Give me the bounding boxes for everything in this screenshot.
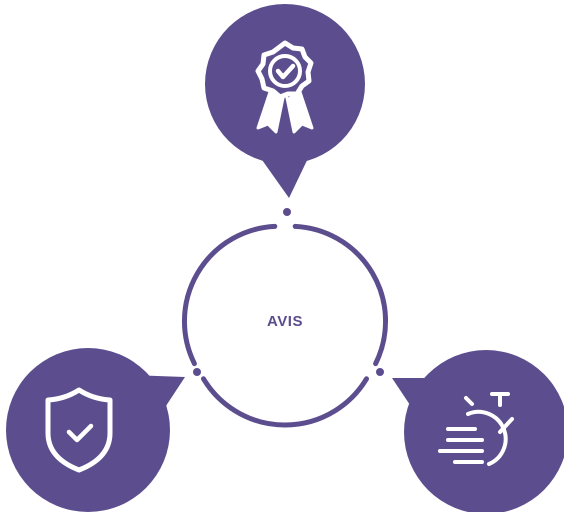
award-ribbon-icon bbox=[255, 40, 314, 134]
fast-stopwatch-icon bbox=[438, 392, 514, 466]
node-bottom-left bbox=[6, 348, 185, 512]
ring-arc-left bbox=[182, 223, 278, 367]
stopwatch-side-button bbox=[464, 396, 474, 406]
center-ring bbox=[182, 223, 388, 428]
center-label: AVIS bbox=[267, 313, 303, 330]
shield-check-icon bbox=[45, 387, 113, 473]
node-bottom-right-pointer bbox=[392, 378, 450, 420]
badge-rosette bbox=[255, 40, 314, 100]
node-bottom-left-pointer bbox=[130, 375, 185, 415]
ring-arc-bottom bbox=[201, 376, 369, 428]
connector-dot-left bbox=[193, 368, 201, 376]
badge-inner-ring bbox=[268, 54, 302, 88]
node-top-pointer bbox=[255, 150, 312, 198]
badge-check bbox=[275, 63, 296, 80]
ring-arc-right bbox=[292, 223, 388, 367]
node-bottom-right bbox=[392, 350, 564, 512]
connector-dot-right bbox=[376, 368, 384, 376]
shield-check bbox=[66, 423, 94, 443]
ribbon-right bbox=[285, 90, 314, 134]
connector-dot-top bbox=[283, 208, 291, 216]
ribbon-left bbox=[256, 90, 285, 134]
node-bottom-right-circle bbox=[404, 350, 564, 512]
node-top bbox=[205, 4, 365, 198]
shield-outline bbox=[45, 387, 113, 473]
stopwatch-hand bbox=[498, 417, 514, 434]
